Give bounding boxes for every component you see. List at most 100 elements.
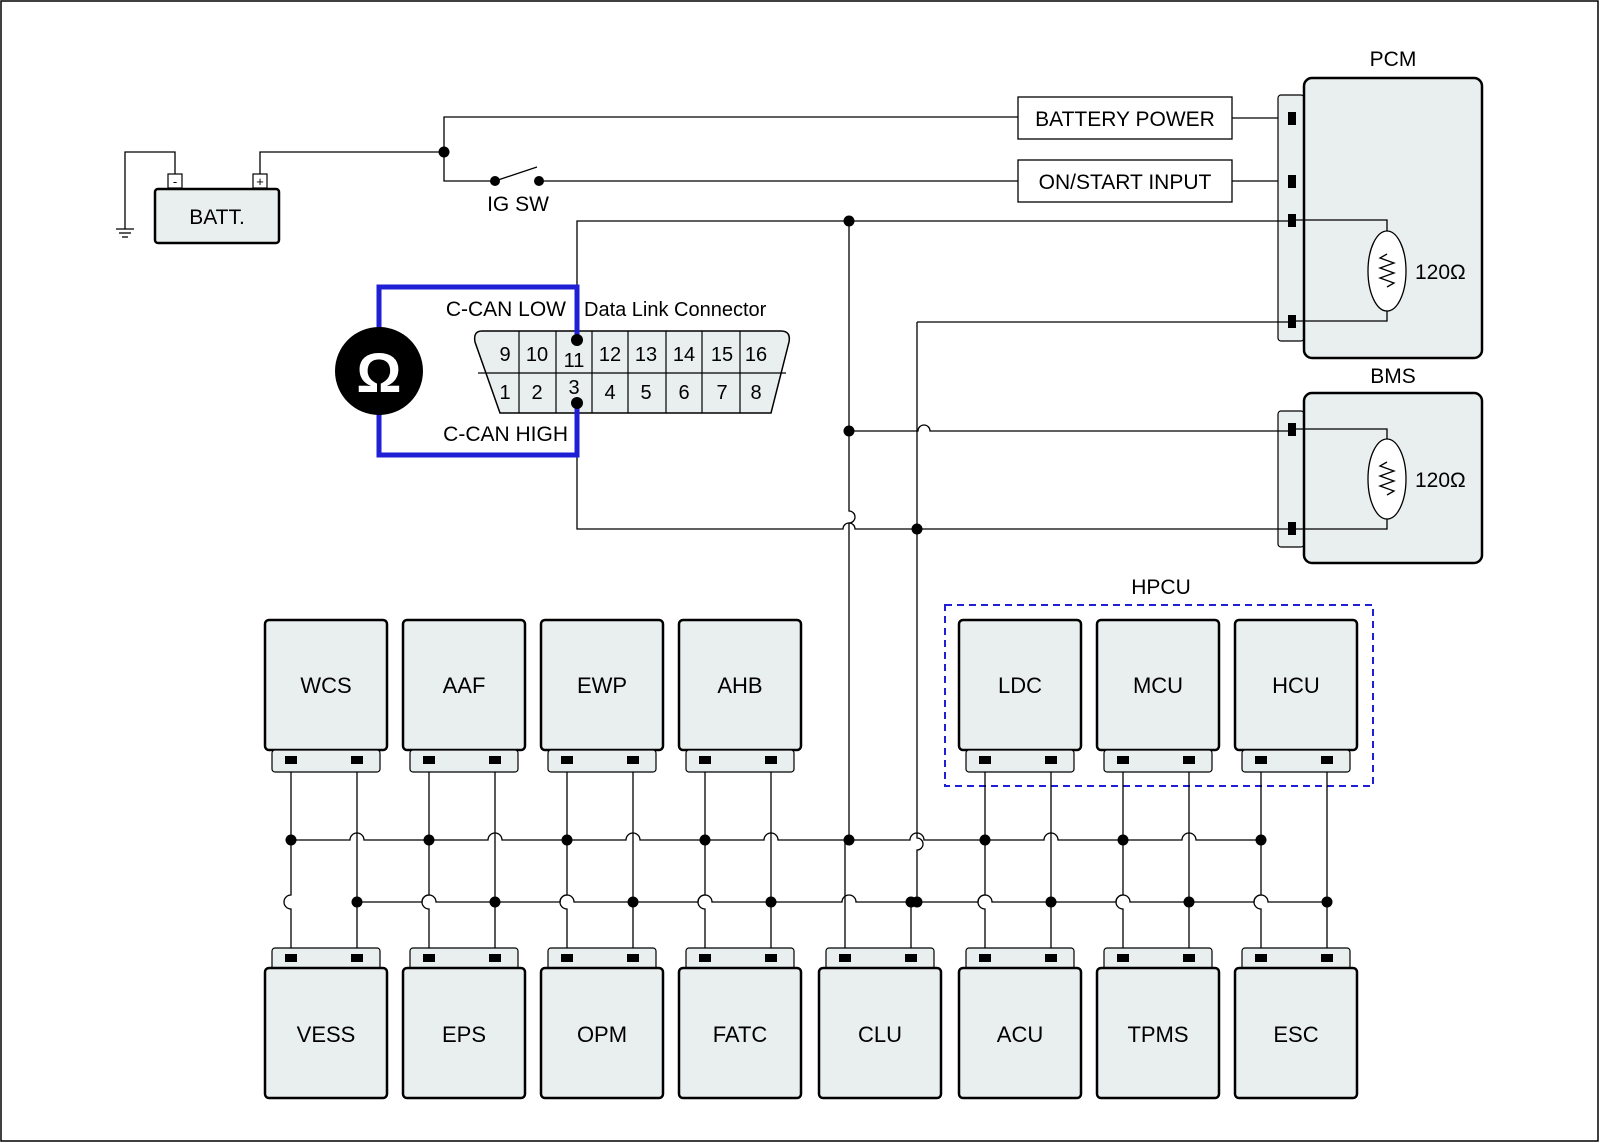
resistor-icon — [1378, 253, 1396, 288]
module-connector — [1103, 749, 1213, 773]
battery-power-label: BATTERY POWER — [1035, 108, 1215, 131]
can-low-to-bms-wire — [849, 424, 1288, 432]
junction-dot — [1045, 896, 1057, 908]
probe-tip-high — [571, 397, 583, 409]
drop-wire — [559, 764, 568, 958]
module-pin — [905, 954, 917, 962]
on-start-label: ON/START INPUT — [1039, 171, 1212, 194]
junction-dot — [1183, 896, 1195, 908]
module-pin — [489, 954, 501, 962]
module-label: ESC — [1273, 1022, 1318, 1047]
module-pin — [979, 756, 991, 764]
module-pin — [561, 954, 573, 962]
module-pin — [765, 756, 777, 764]
meter-lead-high — [376, 403, 580, 458]
junction-dot — [1117, 834, 1129, 846]
ohmmeter-icon[interactable]: Ω — [335, 327, 423, 415]
drop-wire — [697, 764, 706, 958]
module-body — [539, 966, 665, 1100]
dlc-body — [473, 330, 791, 414]
dlc-pin-14: 14 — [673, 344, 695, 366]
module-label: VESS — [297, 1022, 356, 1047]
module-connector — [547, 749, 657, 773]
junction-dot — [285, 834, 297, 846]
module-aaf[interactable]: AAF — [401, 618, 527, 773]
module-ewp[interactable]: EWP — [539, 618, 665, 773]
junction-dot — [438, 146, 450, 158]
junction-dot — [1255, 834, 1267, 846]
junction-dot — [843, 425, 855, 437]
module-fatc[interactable]: FATC — [677, 947, 803, 1100]
dlc-pin-16: 16 — [745, 344, 767, 366]
dlc-pin-9: 9 — [499, 344, 510, 366]
can-low-label: C-CAN LOW — [446, 298, 566, 321]
junction-dot — [911, 896, 923, 908]
module-opm[interactable]: OPM — [539, 947, 665, 1100]
module-pin — [1117, 756, 1129, 764]
module-pin — [699, 756, 711, 764]
dlc-pin-8: 8 — [750, 382, 761, 404]
pcm-label: PCM — [1370, 48, 1417, 71]
junction-dot — [561, 834, 573, 846]
module-pin — [285, 756, 297, 764]
module-pin — [1183, 954, 1195, 962]
junction-dot — [1321, 896, 1333, 908]
drop-wire — [283, 764, 292, 958]
module-ahb[interactable]: AHB — [677, 618, 803, 773]
junction-dot — [843, 215, 855, 227]
bms-pin — [1288, 522, 1296, 535]
meter-lead-low — [376, 284, 580, 340]
dlc-pin-13: 13 — [635, 344, 657, 366]
junction-dot — [351, 896, 363, 908]
module-body — [817, 966, 943, 1100]
module-label: TPMS — [1127, 1022, 1188, 1047]
module-clu[interactable]: CLU — [817, 947, 943, 1100]
module-ldc[interactable]: LDC — [957, 618, 1083, 773]
ignition-switch-label: IG SW — [487, 193, 549, 216]
module-pin — [351, 756, 363, 764]
module-pin — [1183, 756, 1195, 764]
drop-wire — [421, 764, 430, 958]
module-acu[interactable]: ACU — [957, 947, 1083, 1100]
hpcu-label: HPCU — [1131, 576, 1191, 599]
module-pin — [1117, 954, 1129, 962]
module-pin — [627, 954, 639, 962]
module-body — [957, 966, 1083, 1100]
module-pin — [1045, 954, 1057, 962]
module-label: HCU — [1272, 673, 1320, 698]
module-label: LDC — [998, 673, 1042, 698]
drop-wire — [1115, 764, 1124, 958]
battery-positive-wire — [259, 151, 444, 174]
module-mcu[interactable]: MCU — [1095, 618, 1221, 773]
dlc-pin-7: 7 — [716, 382, 727, 404]
module-body — [263, 966, 389, 1100]
pcm-pin — [1288, 315, 1296, 328]
module-vess[interactable]: VESS — [263, 947, 389, 1100]
dlc-pin-12: 12 — [599, 344, 621, 366]
ignition-feed-wire — [443, 152, 495, 182]
module-label: OPM — [577, 1022, 627, 1047]
module-pin — [1255, 756, 1267, 764]
battery-body — [153, 187, 281, 245]
module-pin — [423, 954, 435, 962]
module-pin — [765, 954, 777, 962]
module-pin — [1321, 954, 1333, 962]
module-label: AHB — [717, 673, 762, 698]
pcm-body — [1302, 76, 1484, 360]
dlc-pin-11: 11 — [564, 350, 585, 372]
module-body — [401, 966, 527, 1100]
can-high-trunk — [916, 322, 924, 902]
bms-label: BMS — [1370, 365, 1416, 388]
module-esc[interactable]: ESC — [1233, 947, 1359, 1100]
module-hcu[interactable]: HCU — [1233, 618, 1359, 773]
module-label: WCS — [300, 673, 351, 698]
dlc-pin-3: 3 — [568, 377, 579, 399]
junction-dot — [911, 523, 923, 535]
module-label: ACU — [997, 1022, 1043, 1047]
module-wcs[interactable]: WCS — [263, 618, 389, 773]
module-eps[interactable]: EPS — [401, 947, 527, 1100]
module-pin — [1255, 954, 1267, 962]
module-tpms[interactable]: TPMS — [1095, 947, 1221, 1100]
